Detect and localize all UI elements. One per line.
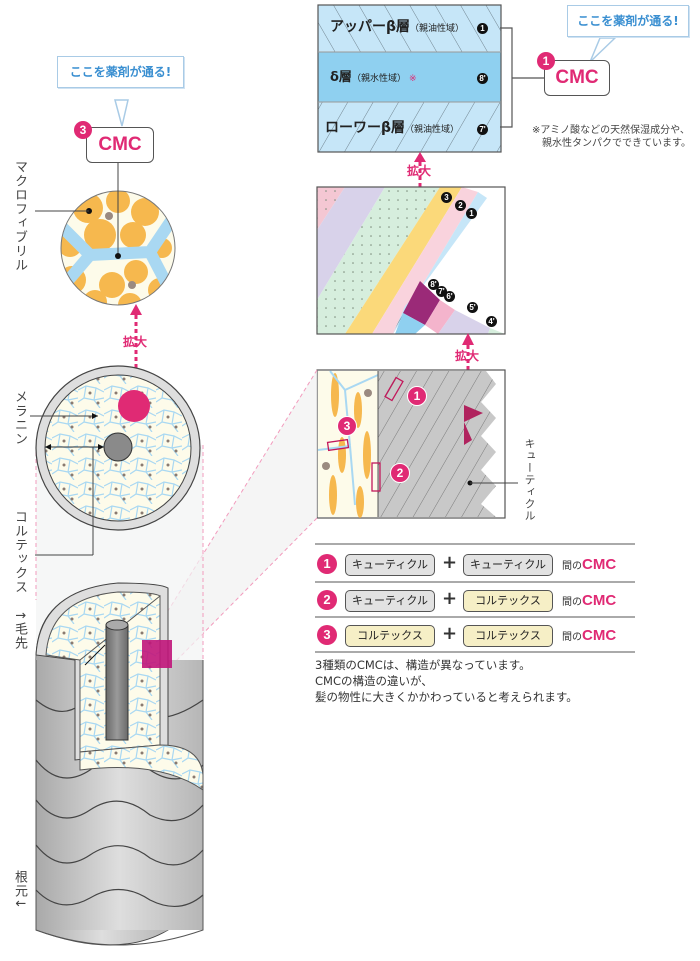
marker-7prime: 7': [477, 124, 488, 135]
marker-1b: 1: [466, 208, 477, 219]
tip-label: ↑毛先: [12, 610, 27, 650]
legend-divider-top: [315, 543, 635, 545]
bubble-tail-left: [114, 99, 129, 127]
cmc-layer-box: [317, 4, 502, 153]
legend-row-1: 1 キューティクル + キューティクル 間のCMC: [315, 546, 635, 582]
bubble-tail: [589, 37, 617, 63]
lower-beta-layer-label: ローワーβ層（親油性域）: [325, 120, 460, 136]
marker-7p: 7': [436, 286, 447, 297]
hair-shaft: [35, 582, 204, 946]
bracket-line: [500, 27, 545, 128]
marker-6p: 6': [444, 291, 455, 302]
legend-badge-3: 3: [317, 625, 337, 645]
cmc-site-badge-1: 1: [407, 386, 427, 406]
legend-row-2: 2 キューティクル + コルテックス 間のCMC: [315, 582, 635, 618]
speech-bubble-left: ここを薬剤が通る!: [57, 56, 184, 88]
speech-bubble-right: ここを薬剤が通る!: [567, 5, 689, 37]
legend-divider-bottom: [315, 651, 635, 653]
marker-8prime: 8': [477, 73, 488, 84]
cortex-label: コルテックス: [12, 510, 27, 594]
macrofibril-label: マクロフィブリル: [12, 160, 27, 272]
legend-pill-cuticle: キューティクル: [345, 554, 435, 576]
cmc-badge-1: 1: [537, 52, 555, 70]
legend-badge-1: 1: [317, 554, 337, 574]
marker-2: 2: [455, 200, 466, 211]
plus-sign: +: [442, 588, 458, 609]
cmc-box-1: CMC: [544, 60, 610, 96]
legend-pill-cortex: コルテックス: [345, 625, 435, 647]
marker-8p: 8': [428, 279, 439, 290]
legend-between: 間のCMC: [562, 627, 617, 644]
upper-beta-layer-label: アッパーβ層（親油性域）: [330, 19, 465, 35]
cmc-site-badge-2: 2: [390, 463, 410, 483]
plus-sign: +: [442, 623, 458, 644]
legend-divider: [315, 616, 635, 618]
marker-5p: 5': [467, 302, 478, 313]
root-label: 根元↓: [12, 870, 27, 910]
legend-pill-cuticle: キューティクル: [345, 590, 435, 612]
legend-badge-2: 2: [317, 590, 337, 610]
zoom-label-middle: 拡大: [455, 349, 480, 363]
summary-line-2: CMCの構造の違いが、: [315, 674, 433, 688]
delta-layer-label: δ層（親水性域）※: [330, 70, 417, 85]
legend-row-3: 3 コルテックス + コルテックス 間のCMC: [315, 617, 635, 653]
legend-divider: [315, 581, 635, 583]
footnote-line-1: ※アミノ酸などの天然保湿成分や、: [532, 125, 690, 136]
summary-text: 3種類のCMCは、構造が異なっています。 CMCの構造の違いが、 髪の物性に大き…: [315, 657, 578, 705]
plus-sign: +: [442, 552, 458, 573]
zoom-arrow-middle: [462, 333, 474, 410]
cmc-box-3: CMC: [86, 127, 154, 163]
footnote: ※アミノ酸などの天然保湿成分や、 親水性タンパクでできています。: [532, 124, 691, 150]
cuticle-layers-panel: [316, 186, 506, 335]
summary-line-1: 3種類のCMCは、構造が異なっています。: [315, 658, 531, 672]
legend-between: 間のCMC: [562, 592, 617, 609]
legend-pill-cortex: コルテックス: [463, 590, 553, 612]
footnote-line-2: 親水性タンパクでできています。: [542, 138, 691, 149]
zoom-label-left: 拡大: [123, 335, 148, 349]
marker-1: 1: [477, 23, 488, 34]
hair-cross-section: [30, 365, 201, 556]
zoom-label-upper: 拡大: [407, 164, 432, 178]
cuticle-label: キューティクル: [523, 438, 536, 522]
legend-between: 間のCMC: [562, 556, 617, 573]
summary-line-3: 髪の物性に大きくかかわっていると考えられます。: [315, 690, 578, 704]
cmc-site-badge-3: 3: [337, 416, 357, 436]
cmc-badge-3: 3: [74, 121, 92, 139]
marker-3: 3: [441, 192, 452, 203]
macrofibril-circle: [35, 160, 176, 306]
legend-pill-cortex: コルテックス: [463, 625, 553, 647]
melanin-label: メラニン: [12, 390, 27, 446]
legend-pill-cuticle: キューティクル: [463, 554, 553, 576]
marker-4p: 4': [486, 316, 497, 327]
